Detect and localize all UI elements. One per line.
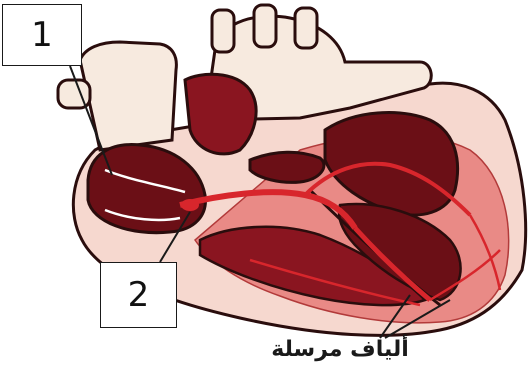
pulmonary-artery (250, 152, 324, 182)
label-1-text: 1 (31, 15, 53, 55)
aorta-branch-3 (295, 8, 317, 48)
aorta-branch-2 (254, 5, 276, 47)
vena-cava (80, 42, 176, 150)
label-box-2: 2 (100, 262, 177, 328)
av-node (181, 199, 199, 211)
caption-text: ألياف مرسلة (270, 337, 410, 362)
aorta-branch-1 (212, 10, 234, 52)
left-atrium (185, 74, 256, 154)
label-box-1: 1 (2, 4, 82, 66)
label-2-text: 2 (128, 275, 150, 315)
